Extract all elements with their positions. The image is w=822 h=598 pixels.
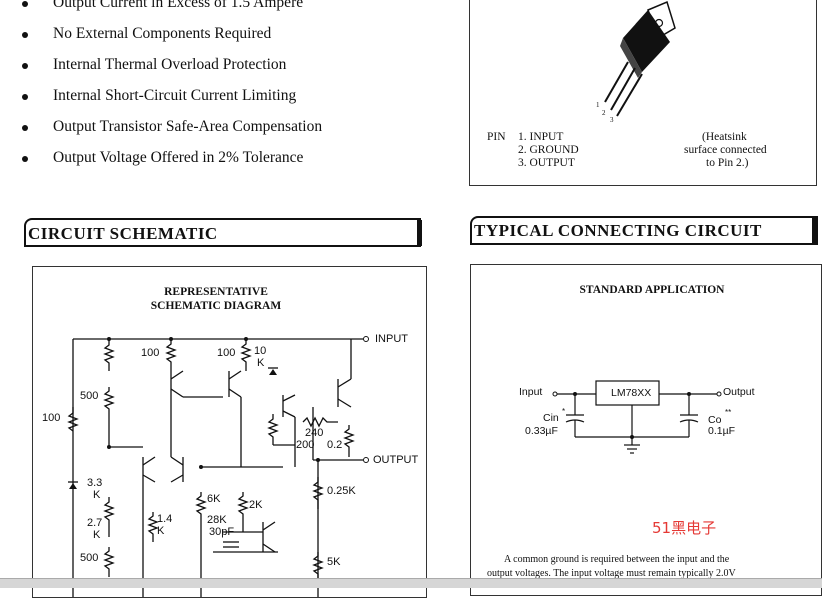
- section-title-typical-circuit: TYPICAL CONNECTING CIRCUIT: [474, 221, 762, 240]
- pin-3-label: 3. OUTPUT: [518, 157, 575, 169]
- resistor-label: 10: [254, 345, 267, 357]
- bullet-icon: [22, 32, 28, 38]
- resistor-label: 100: [141, 347, 160, 359]
- bullet-icon: [22, 94, 28, 100]
- schematic-diagram: [67, 336, 369, 597]
- capacitor-label: 30pF: [209, 526, 235, 538]
- watermark: 51黑电子: [652, 519, 717, 537]
- resistor-label: 1.4: [157, 513, 173, 525]
- pin-1-label: 1. INPUT: [518, 131, 564, 143]
- bullet-icon: [22, 125, 28, 131]
- application-panel: STANDARD APPLICATION Input Output LM78X: [470, 264, 822, 596]
- resistor-label: 500: [80, 552, 99, 564]
- cin-footnote-mark: *: [562, 407, 566, 416]
- output-terminal-label: Output: [723, 386, 755, 398]
- resistor-label: 0.2: [327, 439, 343, 451]
- pin-2-label: 2. GROUND: [518, 144, 579, 156]
- bullet-icon: [22, 63, 28, 69]
- pin-heading: PIN: [487, 131, 506, 143]
- schematic-panel: REPRESENTATIVE SCHEMATIC DIAGRAM: [32, 266, 427, 598]
- co-value: 0.1µF: [708, 425, 736, 437]
- co-label: Co: [708, 414, 722, 426]
- schematic-output-label: OUTPUT: [373, 454, 419, 466]
- pin-number: 2: [602, 109, 606, 117]
- header-frame: [24, 218, 421, 247]
- resistor-label: 3.3: [87, 477, 103, 489]
- resistor-label: 2.7: [87, 517, 103, 529]
- resistor-label: 6K: [207, 493, 221, 505]
- cin-label: Cin: [543, 412, 559, 424]
- section-title-circuit-schematic: CIRCUIT SCHEMATIC: [28, 224, 218, 243]
- resistor-label: K: [157, 525, 165, 537]
- schematic-title: REPRESENTATIVE SCHEMATIC DIAGRAM: [150, 286, 282, 312]
- resistor-label: 0.25K: [327, 485, 356, 497]
- pin-number: 1: [596, 101, 600, 109]
- heatsink-note: (Heatsink: [702, 131, 747, 143]
- resistor-label: 200: [296, 439, 315, 451]
- resistor-label: K: [93, 489, 101, 501]
- resistor-label: 100: [42, 412, 61, 424]
- bottom-scroll-strip: [0, 578, 822, 588]
- application-diagram: [552, 380, 722, 454]
- package-panel: 1 2 3 PIN 1. INPUT 2. GROUND 3. OUTPUT (…: [469, 0, 817, 186]
- resistor-label: K: [257, 357, 265, 369]
- input-terminal-label: Input: [519, 386, 543, 398]
- resistor-label: 500: [80, 390, 99, 402]
- co-footnote-mark: **: [725, 408, 732, 417]
- cin-value: 0.33µF: [525, 425, 558, 437]
- regulator-ic-label: LM78XX: [611, 387, 652, 399]
- bullet-icon: [22, 156, 28, 162]
- resistor-label: 5K: [327, 556, 341, 568]
- bullet-icon: [22, 1, 28, 7]
- application-title: STANDARD APPLICATION: [579, 284, 725, 296]
- resistor-label: 240: [305, 427, 324, 439]
- header-frame: [470, 216, 818, 245]
- application-note: A common ground is required between the …: [504, 554, 730, 565]
- resistor-label: 100: [217, 347, 236, 359]
- heatsink-note: surface connected: [684, 144, 767, 156]
- to220-package-icon: [604, 0, 676, 117]
- pin-number: 3: [610, 116, 614, 124]
- resistor-label: 28K: [207, 514, 227, 526]
- heatsink-note: to Pin 2.): [706, 157, 749, 169]
- application-note: output voltages. The input voltage must …: [487, 568, 736, 579]
- resistor-label: K: [93, 529, 101, 541]
- schematic-input-label: INPUT: [375, 333, 408, 345]
- header-shadow: [812, 217, 818, 245]
- resistor-label: 2K: [249, 499, 263, 511]
